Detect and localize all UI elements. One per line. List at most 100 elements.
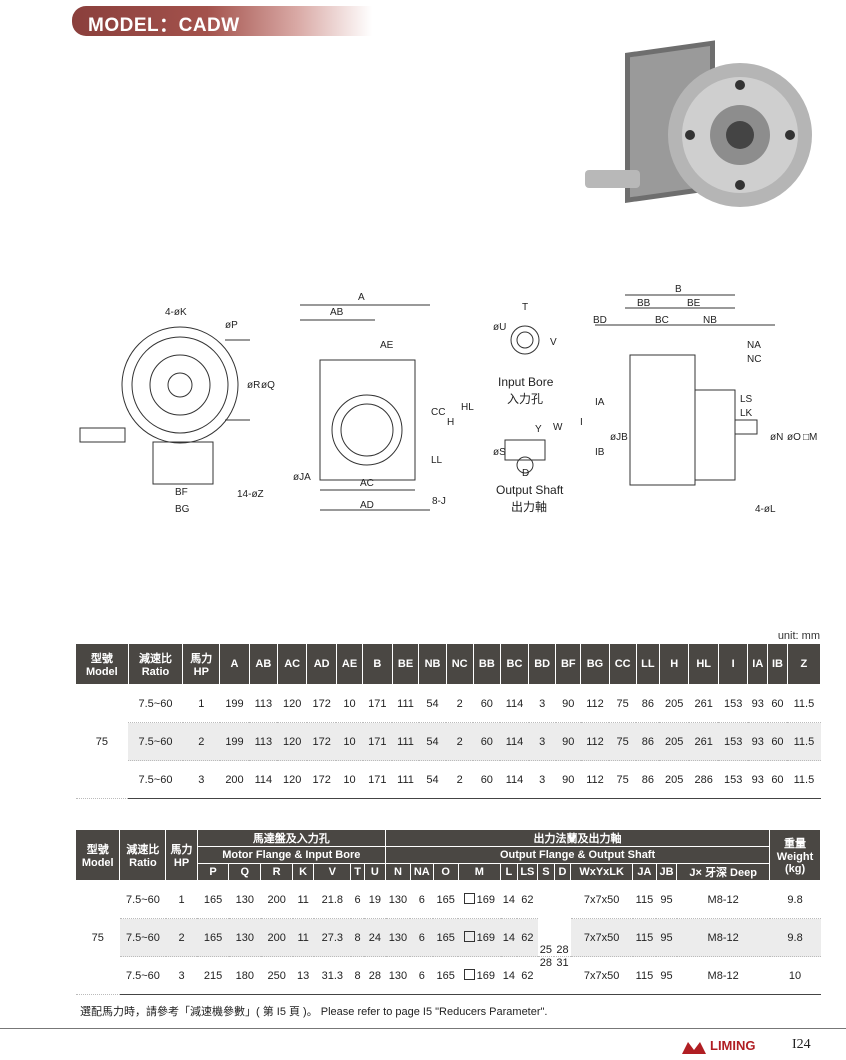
t1-model-cell: 75 — [75, 684, 129, 799]
table-cell: 14 — [500, 880, 518, 919]
table-cell: 60 — [767, 722, 788, 761]
table-cell: 171 — [362, 760, 393, 799]
table-cell: 153 — [718, 722, 748, 761]
table-cell: 200 — [260, 918, 293, 957]
table-cell: 130 — [228, 918, 261, 957]
table-cell: 54 — [418, 684, 447, 723]
table-cell: 171 — [362, 684, 393, 723]
table-cell: 75 — [609, 722, 637, 761]
table-cell: 130 — [385, 880, 411, 919]
side-view — [300, 304, 430, 511]
label-NA: NA — [747, 340, 761, 351]
t2-header-motor-en: Motor Flange & Input Bore — [196, 846, 387, 864]
table-cell: 60 — [473, 684, 501, 723]
label-I: I — [580, 417, 583, 428]
t2-header-motor-zh: 馬達盤及入力孔 — [196, 829, 387, 847]
t2-header-output-en: Output Flange & Output Shaft — [385, 846, 771, 864]
table-cell: 2 — [446, 760, 474, 799]
label-14-phiZ: 14-øZ — [237, 489, 264, 500]
t2-col-out-11: J× 牙深 Deep — [676, 863, 771, 881]
t2-col-t: T — [350, 863, 365, 881]
table-cell: 54 — [418, 722, 447, 761]
table-cell: 90 — [555, 760, 581, 799]
front-flange-view — [79, 326, 250, 485]
table-cell: 171 — [362, 722, 393, 761]
table-cell: 153 — [718, 760, 748, 799]
t1-header-ad: AD — [306, 643, 337, 685]
table-cell: 11.5 — [787, 760, 821, 799]
t1-header-nb: NB — [418, 643, 447, 685]
table-cell: 95 — [656, 880, 677, 919]
table-cell: 60 — [473, 722, 501, 761]
label-phiQ: øQ — [261, 380, 275, 391]
table-cell: 153 — [718, 684, 748, 723]
table-cell: 112 — [580, 684, 610, 723]
square-icon — [463, 969, 475, 980]
table-cell: 113 — [249, 722, 278, 761]
t2-col-out-2: O — [432, 863, 459, 881]
table-cell: 19 — [364, 880, 386, 919]
table-cell: 165 — [433, 880, 459, 919]
t2-header-output-zh: 出力法蘭及出力軸 — [385, 829, 771, 847]
table-cell: 8 — [350, 918, 365, 957]
page-number: I24 — [792, 1037, 811, 1052]
brand-name: LIMING — [710, 1038, 756, 1053]
label-NC: NC — [747, 354, 761, 365]
table-cell: 93 — [747, 684, 768, 723]
label-phiO: øO — [787, 432, 801, 443]
table-cell: 114 — [500, 722, 529, 761]
t1-header-h: H — [658, 643, 690, 685]
label-D: D — [522, 468, 529, 479]
label-BF: BF — [175, 487, 188, 498]
table-cell: 172 — [306, 722, 337, 761]
t1-header-bg: BG — [580, 643, 610, 685]
table-cell: 3 — [528, 722, 556, 761]
t2-col-out-10: JB — [655, 863, 678, 881]
label-squareM: □M — [803, 432, 817, 443]
table-cell: 200 — [219, 760, 250, 799]
table-cell: 6 — [410, 880, 434, 919]
label-T: T — [522, 302, 528, 313]
table-cell: 10 — [336, 760, 363, 799]
table-cell: 7.5~60 — [119, 956, 166, 995]
table-cell: 86 — [636, 722, 660, 761]
table-cell: 172 — [306, 684, 337, 723]
table-cell: 180 — [228, 956, 261, 995]
t1-header-a: A — [219, 643, 250, 685]
t1-header-ll: LL — [635, 643, 660, 685]
table-cell: 14 — [500, 956, 518, 995]
table-cell: 165 — [197, 918, 229, 957]
t1-header-ia: IA — [747, 643, 769, 685]
table-cell: 31.3 — [313, 956, 351, 995]
table-cell: 111 — [392, 722, 419, 761]
table-cell: 60 — [473, 760, 501, 799]
table-cell: 90 — [555, 722, 581, 761]
table-cell: 199 — [219, 722, 250, 761]
table-cell: 111 — [392, 760, 419, 799]
table-cell: 7.5~60 — [119, 918, 166, 957]
table-cell: 200 — [260, 880, 293, 919]
t1-header-ab: AB — [248, 643, 278, 685]
table-cell: 24 — [364, 918, 386, 957]
table-cell: 114 — [500, 760, 529, 799]
table-cell: 93 — [747, 760, 768, 799]
table-cell: 261 — [688, 722, 719, 761]
model-title: MODEL：CADW — [88, 15, 240, 36]
table-cell: 111 — [392, 684, 419, 723]
label-BG: BG — [175, 504, 190, 515]
table-cell: 28 — [537, 956, 555, 995]
label-AD: AD — [360, 500, 374, 511]
table-cell: 60 — [767, 760, 788, 799]
output-shaft-en: Output Shaft — [496, 483, 564, 497]
table-cell: 93 — [747, 722, 768, 761]
table-cell: 3 — [528, 684, 556, 723]
table-cell: 165 — [433, 956, 459, 995]
table-cell: 169 — [458, 918, 501, 957]
bore-shaft-detail — [504, 325, 546, 474]
table-cell: 9.8 — [769, 918, 821, 957]
